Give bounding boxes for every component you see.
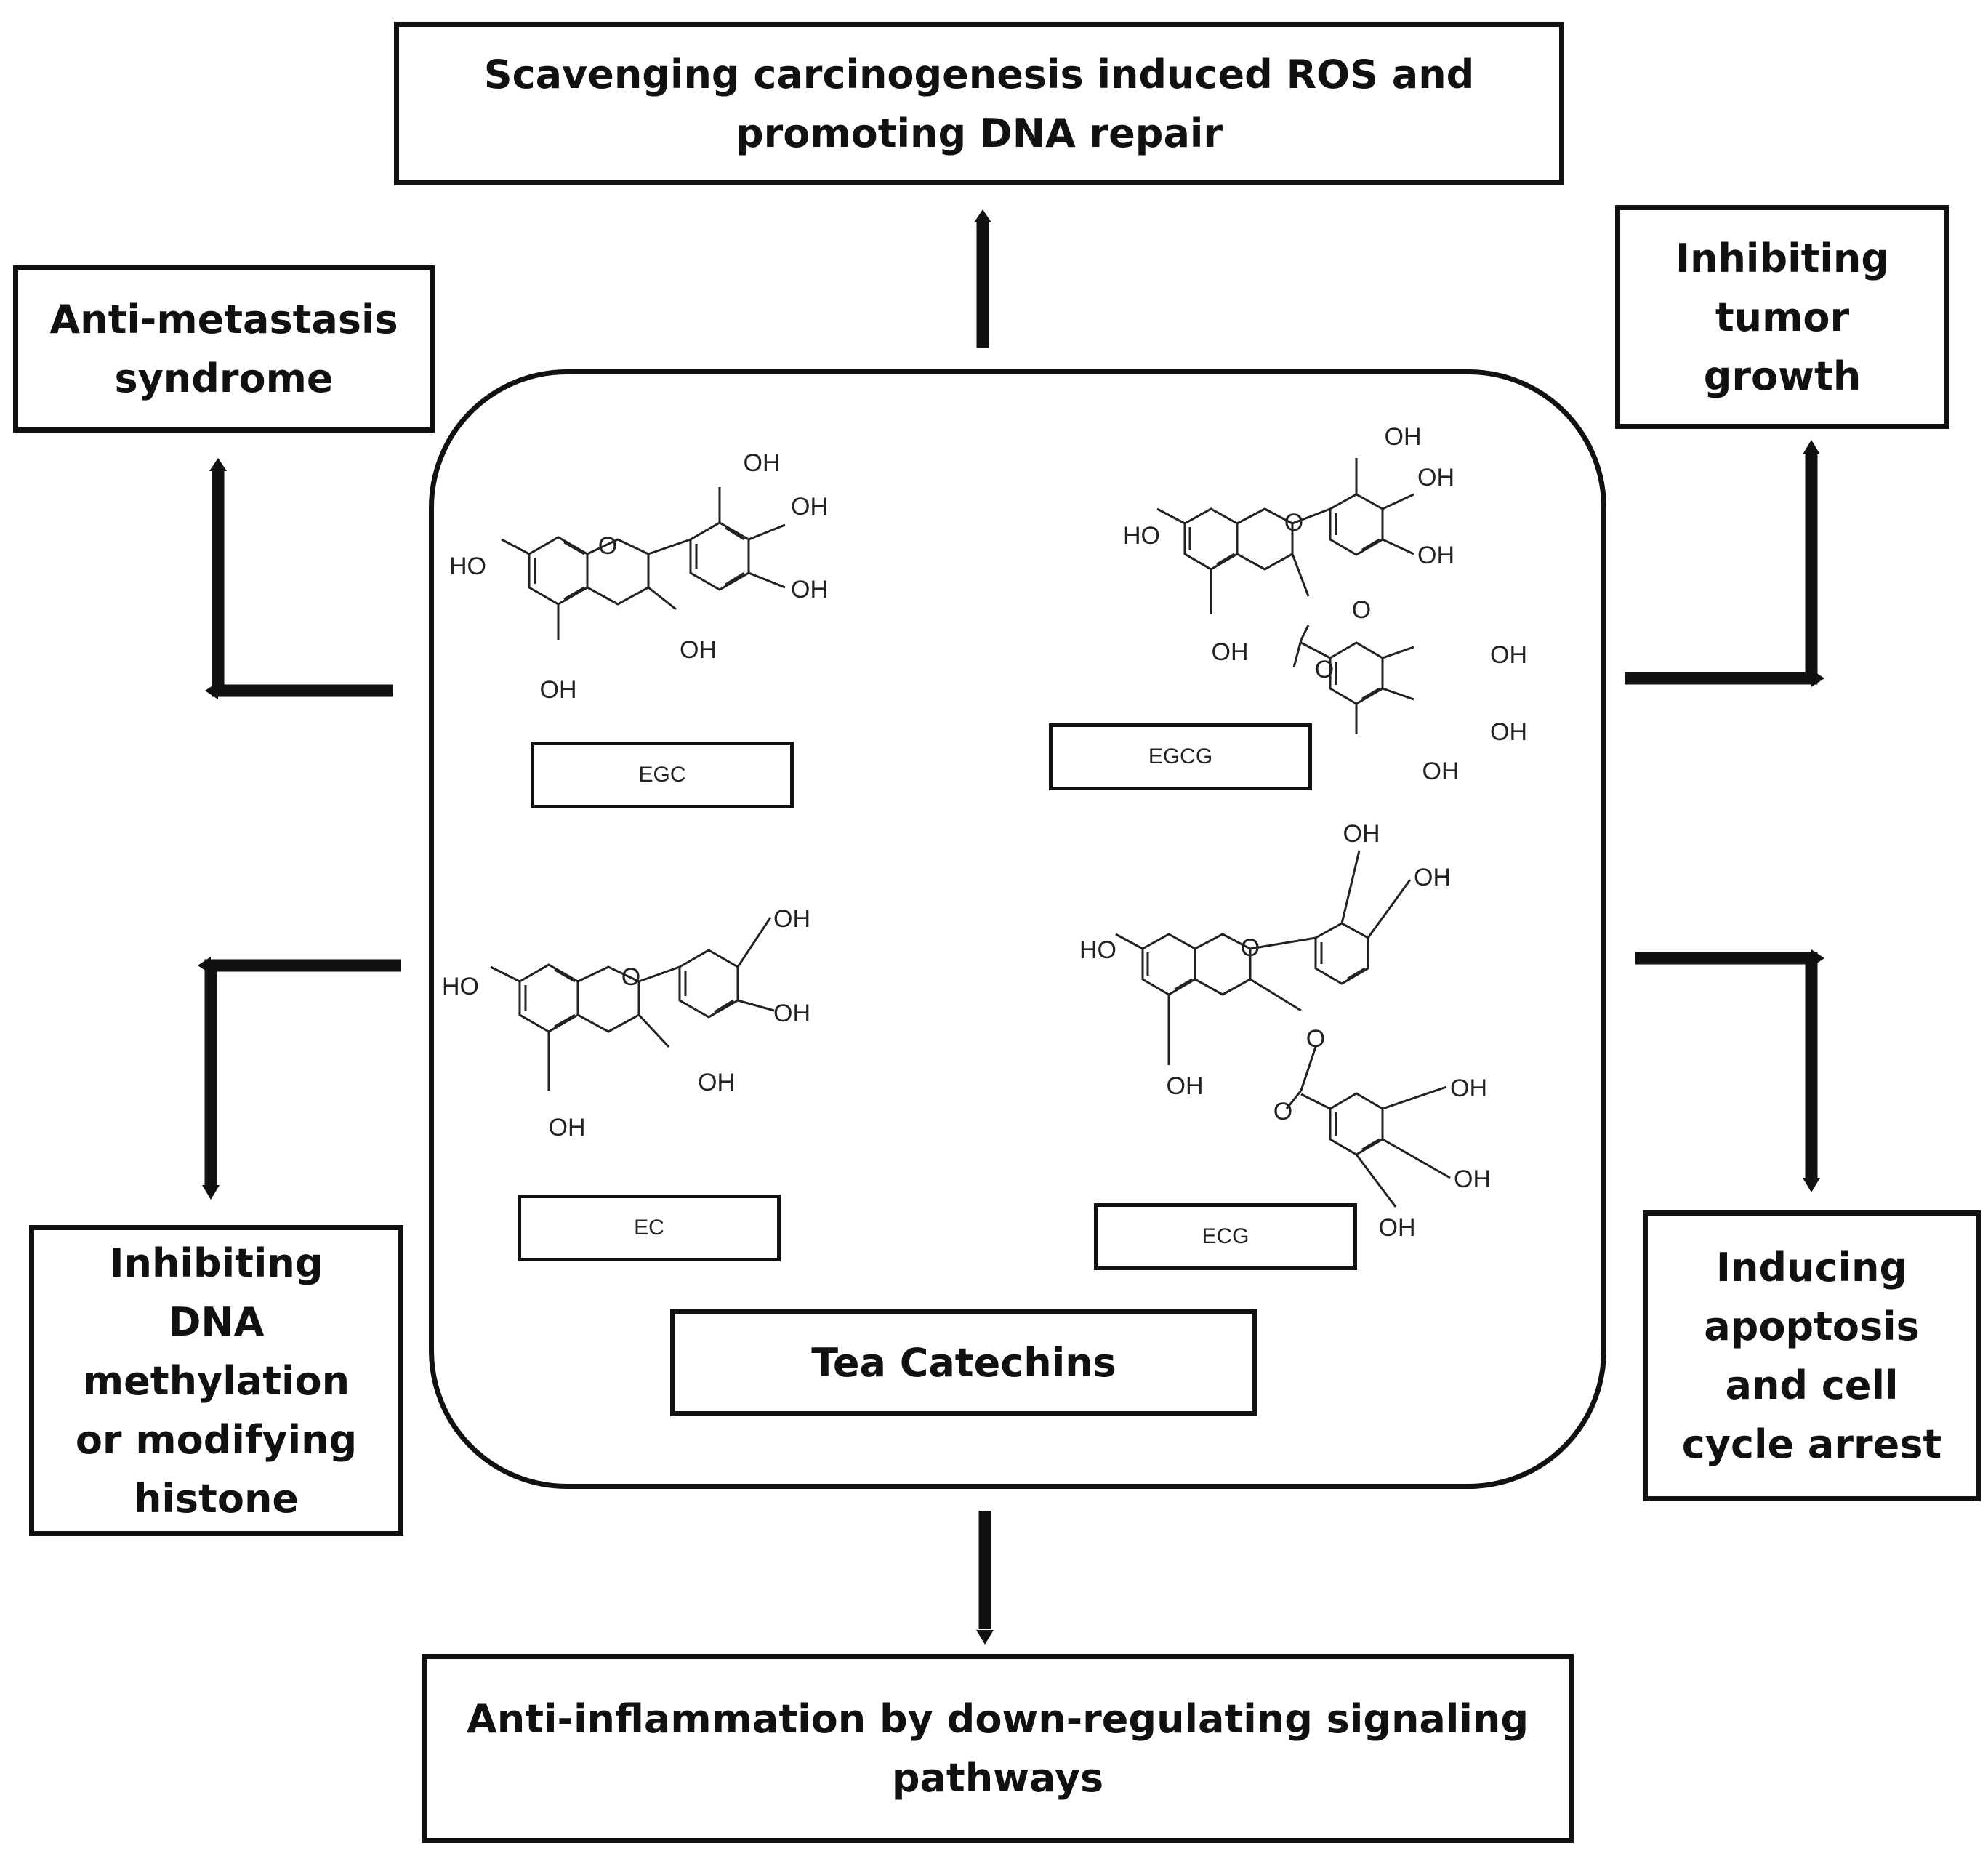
egcg-oh-g-upper: OH — [1490, 641, 1527, 669]
arrowhead-up-top — [974, 209, 991, 222]
outcome-text-top-left: Anti-metastasis syndrome — [49, 297, 398, 401]
outcome-box-top-left: Anti-metastasis syndrome — [13, 265, 435, 433]
arrowhead-down-bottom — [976, 1630, 994, 1645]
molecule-ec — [490, 917, 775, 1091]
egc-o-ring: O — [598, 532, 617, 560]
tea-catechins-panel — [429, 369, 1606, 1489]
ecg-oh-top: OH — [1343, 820, 1380, 848]
arrowhead-down-left — [202, 1185, 220, 1200]
compound-label-egc: EGC — [531, 742, 794, 808]
molecule-egcg — [1156, 458, 1414, 734]
egcg-o-ester: O — [1352, 596, 1371, 624]
ecg-oh-bottom: OH — [1167, 1072, 1204, 1100]
arrow-to-top-right — [1625, 454, 1818, 685]
ecg-oh-g-mid: OH — [1454, 1165, 1491, 1193]
tea-catechins-title-box: Tea Catechins — [670, 1309, 1257, 1416]
molecule-ecg — [1115, 850, 1451, 1208]
arrowhead-up-left — [209, 458, 227, 471]
egc-ho-left: HO — [449, 553, 486, 580]
egc-oh-right-lower: OH — [791, 576, 828, 603]
arrowhead-right-corner — [1811, 670, 1824, 687]
molecule-ec-labels: OH OH HO O OH OH — [442, 905, 810, 1141]
outcome-text-top-right: Inhibiting tumor growth — [1675, 235, 1890, 399]
arrowhead-left-corner-2 — [198, 957, 211, 974]
compound-name-egc: EGC — [638, 763, 686, 787]
outcome-text-bottom-right: Inducing apoptosis and cell cycle arrest — [1681, 1245, 1942, 1467]
molecule-egc-labels: OH OH OH HO O OH OH — [449, 449, 828, 704]
tea-catechins-title: Tea Catechins — [811, 1339, 1116, 1386]
egc-oh-c3: OH — [680, 636, 717, 664]
egc-oh-top: OH — [744, 449, 781, 477]
egcg-o-carbonyl: O — [1315, 656, 1334, 683]
egcg-oh-bottom: OH — [1212, 638, 1249, 666]
ecg-o-ester: O — [1306, 1025, 1325, 1053]
outcome-box-top-right: Inhibiting tumor growth — [1615, 205, 1949, 429]
arrow-to-top-left — [212, 471, 393, 697]
egcg-oh-right-lower: OH — [1417, 542, 1454, 569]
arrowhead-right-corner-2 — [1811, 949, 1824, 967]
compound-label-egcg: EGCG — [1049, 723, 1312, 790]
ecg-oh-right-upper: OH — [1414, 864, 1451, 891]
ec-oh-right-lower: OH — [773, 1000, 810, 1027]
molecule-egc — [501, 487, 786, 640]
outcome-box-bottom: Anti-inflammation by down-regulating sig… — [422, 1654, 1574, 1843]
egcg-oh-g-mid: OH — [1490, 718, 1527, 746]
compound-label-ecg: ECG — [1094, 1203, 1357, 1270]
molecule-egcg-labels: OH OH OH HO O O OH O OH OH OH — [1123, 423, 1527, 785]
molecule-ecg-labels: OH OH HO O O OH O OH OH OH — [1079, 820, 1491, 1242]
compound-label-ec: EC — [518, 1195, 781, 1261]
ecg-oh-g-lower: OH — [1379, 1214, 1416, 1242]
egcg-oh-right-upper: OH — [1417, 464, 1454, 491]
compound-name-egcg: EGCG — [1148, 744, 1213, 768]
egcg-oh-top: OH — [1385, 423, 1422, 451]
ec-oh-bottom: OH — [549, 1114, 586, 1141]
ecg-o-carbonyl: O — [1273, 1098, 1292, 1125]
ec-oh-right-upper: OH — [773, 905, 810, 933]
ec-oh-c3: OH — [698, 1069, 735, 1096]
ecg-oh-g-upper: OH — [1450, 1075, 1487, 1102]
arrowhead-down-right — [1803, 1178, 1820, 1192]
egcg-oh-g-lower: OH — [1422, 758, 1460, 785]
egc-oh-bottom: OH — [540, 676, 577, 704]
outcome-text-bottom-left: Inhibiting DNA methylation or modifying … — [75, 1240, 358, 1522]
egcg-o-ring: O — [1284, 509, 1303, 537]
outcome-box-bottom-right: Inducing apoptosis and cell cycle arrest — [1643, 1210, 1981, 1501]
arrow-to-bottom-right — [1635, 952, 1818, 1178]
outcome-text-bottom: Anti-inflammation by down-regulating sig… — [466, 1696, 1529, 1801]
compound-name-ec: EC — [634, 1216, 664, 1240]
outcome-box-bottom-left: Inhibiting DNA methylation or modifying … — [29, 1225, 403, 1536]
arrow-to-bottom-left — [204, 959, 401, 1185]
ecg-ho-left: HO — [1079, 936, 1116, 964]
egc-oh-right-upper: OH — [791, 493, 828, 521]
ecg-o-ring: O — [1241, 934, 1260, 962]
ec-o-ring: O — [621, 963, 640, 991]
arrowhead-up-right — [1803, 440, 1820, 454]
egcg-ho-left: HO — [1123, 522, 1160, 550]
arrowhead-left-corner — [205, 682, 218, 699]
arrows — [198, 209, 1824, 1645]
outcome-text-top: Scavenging carcinogenesis induced ROS an… — [483, 51, 1475, 156]
outcome-box-top: Scavenging carcinogenesis induced ROS an… — [394, 22, 1564, 185]
ec-ho-left: HO — [442, 973, 479, 1000]
compound-name-ecg: ECG — [1202, 1224, 1249, 1248]
